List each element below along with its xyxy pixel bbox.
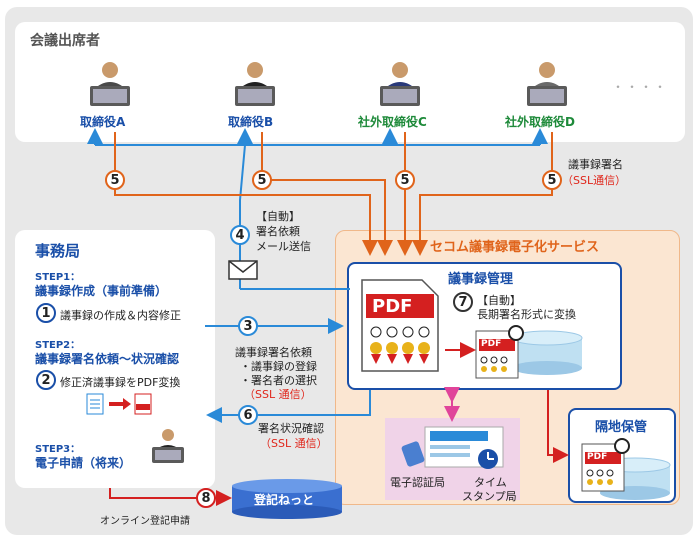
step2-item: 修正済議事録をPDF変換 [60, 376, 181, 389]
auto-convert-line1: 【自動】 [477, 294, 521, 307]
step2-label: STEP2： [35, 340, 81, 351]
registry-note: オンライン登記申請 [100, 516, 190, 527]
office-panel [15, 230, 215, 488]
step-number-5: 5 [395, 170, 415, 190]
member-label: 社外取締役C [358, 115, 427, 129]
certificate-icon [400, 425, 505, 470]
office-title: 事務局 [35, 242, 81, 260]
pdf-icon [580, 438, 630, 493]
status-line1: 署名状況確認 [258, 422, 324, 435]
pdf-label: PDF [587, 452, 608, 462]
request-line2: ・議事録の登録 [240, 360, 317, 373]
step-number-3: 3 [238, 316, 258, 336]
attendees-inner-panel [15, 22, 685, 142]
step1-label: STEP1： [35, 272, 81, 283]
auto-mail-line1: 【自動】 [256, 210, 300, 223]
request-line1: 議事録署名依頼 [235, 346, 312, 359]
pdf-icon [474, 325, 524, 380]
timestamp-line2: スタンプ局 [462, 490, 517, 503]
step-number-4: 4 [230, 225, 250, 245]
pdf-label: PDF [481, 339, 502, 349]
step-number-6: 6 [238, 405, 258, 425]
step-number-5: 5 [252, 170, 272, 190]
auto-mail-line3: メール送信 [256, 240, 311, 253]
document-icon [85, 392, 155, 416]
step3-label: STEP3： [35, 444, 81, 455]
signature-ssl: （SSL通信） [562, 174, 627, 187]
pdf-icon [360, 278, 440, 373]
registry-cylinder [232, 479, 342, 519]
registry-label: 登記ねっと [254, 493, 315, 507]
member-label: 取締役A [80, 115, 126, 129]
step-number-5: 5 [542, 170, 562, 190]
more-attendees: ・・・・ [612, 80, 669, 94]
step-number-7: 7 [453, 292, 473, 312]
signature-note: 議事録署名 [568, 158, 623, 171]
attendees-title: 会議出席者 [30, 33, 100, 49]
request-line3: ・署名者の選択 [240, 374, 317, 387]
remote-title: 隔地保管 [595, 420, 648, 435]
person-icon [375, 58, 425, 108]
auto-convert-line2: 長期署名形式に変換 [477, 308, 576, 321]
timestamp-line1: タイム [474, 476, 507, 489]
step1-item: 議事録の作成＆内容修正 [60, 309, 181, 322]
cert-authority-label: 電子認証局 [390, 476, 445, 489]
request-ssl: （SSL 通信） [244, 388, 312, 401]
minutes-title: 議事録管理 [448, 272, 514, 287]
person-icon [85, 58, 135, 108]
person-icon [148, 425, 188, 465]
step1-title: 議事録作成（事前準備） [35, 284, 168, 298]
step-number-2: 2 [36, 370, 56, 390]
step-number-8: 8 [196, 488, 216, 508]
auto-mail-line2: 署名依頼 [256, 225, 300, 238]
member-label: 取締役B [228, 115, 274, 129]
service-title: セコム議事録電子化サービス [430, 240, 600, 255]
person-icon [230, 58, 280, 108]
status-ssl: （SSL 通信） [260, 437, 328, 450]
person-icon [522, 58, 572, 108]
step3-title: 電子申請（将来） [35, 456, 132, 470]
step-number-1: 1 [36, 303, 56, 323]
step2-title: 議事録署名依頼〜状況確認 [35, 352, 180, 366]
pdf-label: PDF [372, 296, 413, 317]
step-number-5: 5 [105, 170, 125, 190]
mail-icon [228, 260, 258, 280]
member-label: 社外取締役D [505, 115, 575, 129]
